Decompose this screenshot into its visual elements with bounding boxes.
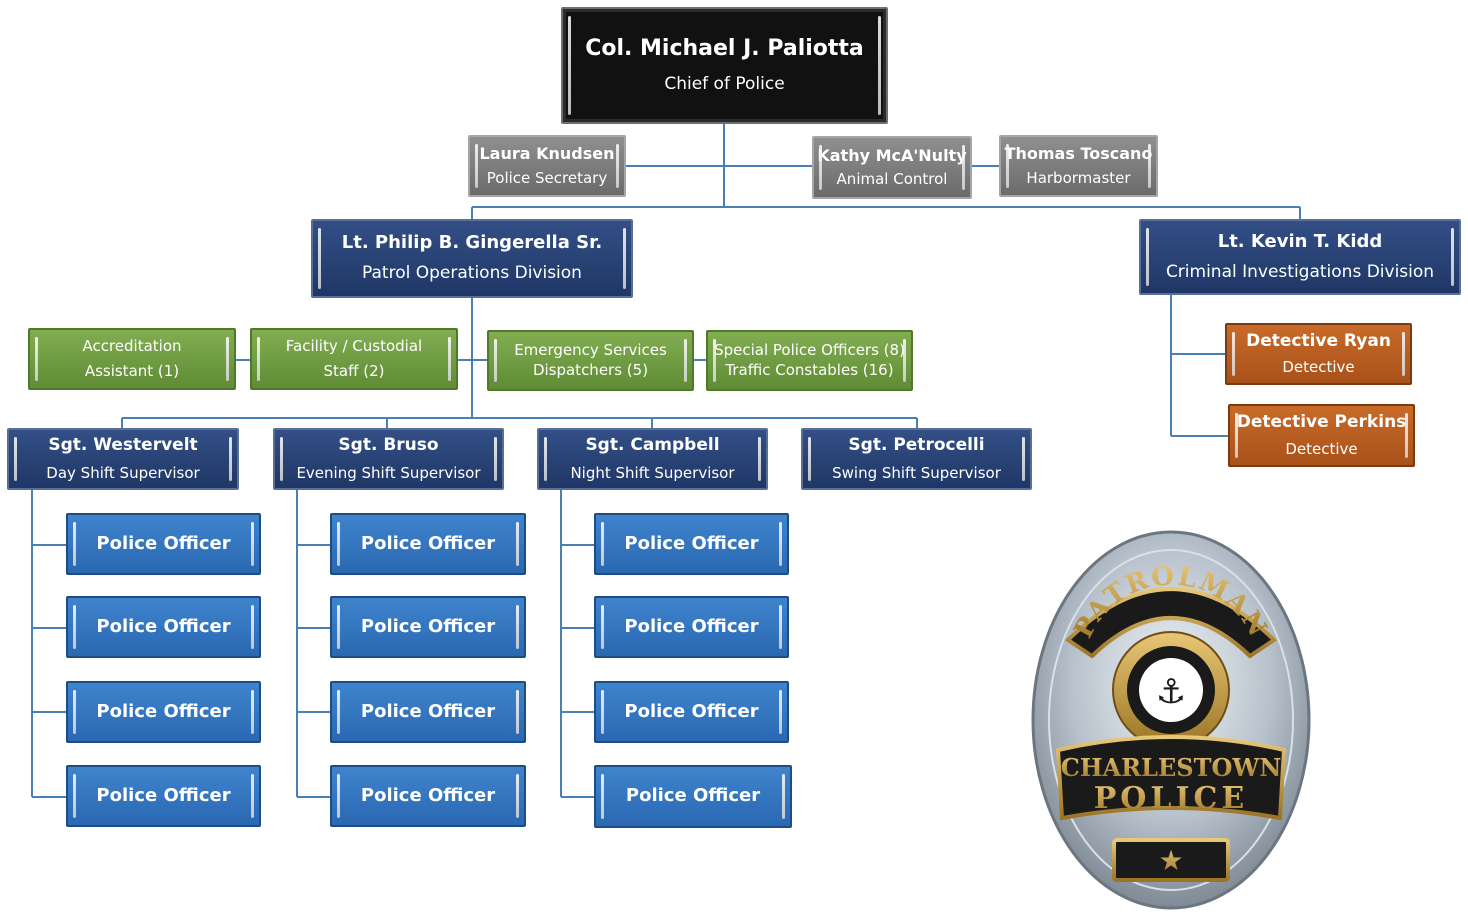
officer-label: Police Officer xyxy=(360,784,496,806)
detective-name: Detective Perkins xyxy=(1236,412,1407,433)
staff-name: Kathy McA'Nulty xyxy=(817,145,967,165)
chief-name: Col. Michael J. Paliotta xyxy=(585,36,864,62)
officer-box: Police Officer xyxy=(66,513,261,575)
cid-division-box: Lt. Kevin T. Kidd Criminal Investigation… xyxy=(1139,219,1461,295)
officer-box: Police Officer xyxy=(594,596,789,658)
patrol-division-title: Patrol Operations Division xyxy=(362,263,582,284)
support-box-accreditation: Accreditation Assistant (1) xyxy=(28,328,236,390)
support-line1: Emergency Services xyxy=(514,340,667,359)
support-line1: Special Police Officers (8) xyxy=(714,340,905,359)
patrol-lieutenant-name: Lt. Philip B. Gingerella Sr. xyxy=(341,232,603,254)
cid-division-title: Criminal Investigations Division xyxy=(1165,261,1435,282)
officer-label: Police Officer xyxy=(96,532,231,554)
detective-name: Detective Ryan xyxy=(1246,330,1391,351)
sergeant-name: Sgt. Petrocelli xyxy=(848,435,985,456)
support-line1: Facility / Custodial xyxy=(285,336,423,355)
support-line2: Dispatchers (5) xyxy=(532,361,649,379)
patrol-division-box: Lt. Philip B. Gingerella Sr. Patrol Oper… xyxy=(311,219,633,298)
detective-box-perkins: Detective Perkins Detective xyxy=(1228,404,1415,467)
sergeant-box-westervelt: Sgt. Westervelt Day Shift Supervisor xyxy=(7,428,239,490)
officer-box: Police Officer xyxy=(330,596,526,658)
star-icon: ★ xyxy=(1158,844,1183,877)
chief-title: Chief of Police xyxy=(664,74,785,95)
staff-name: Thomas Toscano xyxy=(1004,144,1153,164)
detective-box-ryan: Detective Ryan Detective xyxy=(1225,323,1412,385)
support-line2: Traffic Constables (16) xyxy=(725,361,894,379)
officer-label: Police Officer xyxy=(624,615,759,637)
badge-middle-text: CHARLESTOWN xyxy=(1061,753,1282,782)
support-line1: Accreditation xyxy=(82,336,182,355)
officer-label: Police Officer xyxy=(96,784,231,806)
staff-name: Laura Knudsen xyxy=(479,144,615,164)
officer-label: Police Officer xyxy=(624,700,759,722)
staff-title: Harbormaster xyxy=(1026,168,1131,187)
officer-box: Police Officer xyxy=(330,765,526,827)
sergeant-box-bruso: Sgt. Bruso Evening Shift Supervisor xyxy=(273,428,504,490)
staff-title: Animal Control xyxy=(836,170,948,189)
sergeant-title: Swing Shift Supervisor xyxy=(832,463,1001,482)
support-box-special-police: Special Police Officers (8) Traffic Cons… xyxy=(706,330,913,391)
support-line2: Staff (2) xyxy=(323,362,385,380)
sergeant-box-petrocelli: Sgt. Petrocelli Swing Shift Supervisor xyxy=(801,428,1032,490)
chief-of-police-box: Col. Michael J. Paliotta Chief of Police xyxy=(561,7,888,124)
officer-box: Police Officer xyxy=(330,513,526,575)
sergeant-title: Evening Shift Supervisor xyxy=(296,463,481,482)
officer-label: Police Officer xyxy=(625,785,761,807)
detective-title: Detective xyxy=(1285,439,1358,458)
officer-label: Police Officer xyxy=(624,532,759,554)
sergeant-box-campbell: Sgt. Campbell Night Shift Supervisor xyxy=(537,428,768,490)
officer-label: Police Officer xyxy=(360,615,496,637)
staff-box-harbormaster: Thomas Toscano Harbormaster xyxy=(999,135,1158,197)
officer-box: Police Officer xyxy=(66,765,261,827)
staff-box-secretary: Laura Knudsen Police Secretary xyxy=(468,135,626,197)
cid-lieutenant-name: Lt. Kevin T. Kidd xyxy=(1217,230,1383,252)
officer-box: Police Officer xyxy=(594,681,789,743)
staff-box-animal-control: Kathy McA'Nulty Animal Control xyxy=(812,136,972,199)
sergeant-name: Sgt. Bruso xyxy=(338,435,439,456)
officer-box: Police Officer xyxy=(66,596,261,658)
sergeant-name: Sgt. Campbell xyxy=(585,435,720,456)
support-box-facility: Facility / Custodial Staff (2) xyxy=(250,328,458,390)
charlestown-police-badge: PATROLMAN ⚓ CHARLESTOWN POLICE ★ xyxy=(1031,530,1311,910)
sergeant-title: Day Shift Supervisor xyxy=(46,463,200,482)
officer-box: Police Officer xyxy=(594,765,792,828)
officer-label: Police Officer xyxy=(360,532,496,554)
officer-label: Police Officer xyxy=(96,700,231,722)
officer-box: Police Officer xyxy=(594,513,789,575)
sergeant-name: Sgt. Westervelt xyxy=(48,435,198,456)
officer-label: Police Officer xyxy=(360,700,496,722)
officer-label: Police Officer xyxy=(96,615,231,637)
officer-box: Police Officer xyxy=(66,681,261,743)
detective-title: Detective xyxy=(1282,358,1355,377)
staff-title: Police Secretary xyxy=(486,168,608,187)
anchor-icon: ⚓ xyxy=(1156,672,1186,712)
support-line2: Assistant (1) xyxy=(84,362,180,380)
sergeant-title: Night Shift Supervisor xyxy=(570,463,735,482)
badge-bottom-text: POLICE xyxy=(1094,781,1249,816)
support-box-dispatchers: Emergency Services Dispatchers (5) xyxy=(487,330,694,391)
officer-box: Police Officer xyxy=(330,681,526,743)
